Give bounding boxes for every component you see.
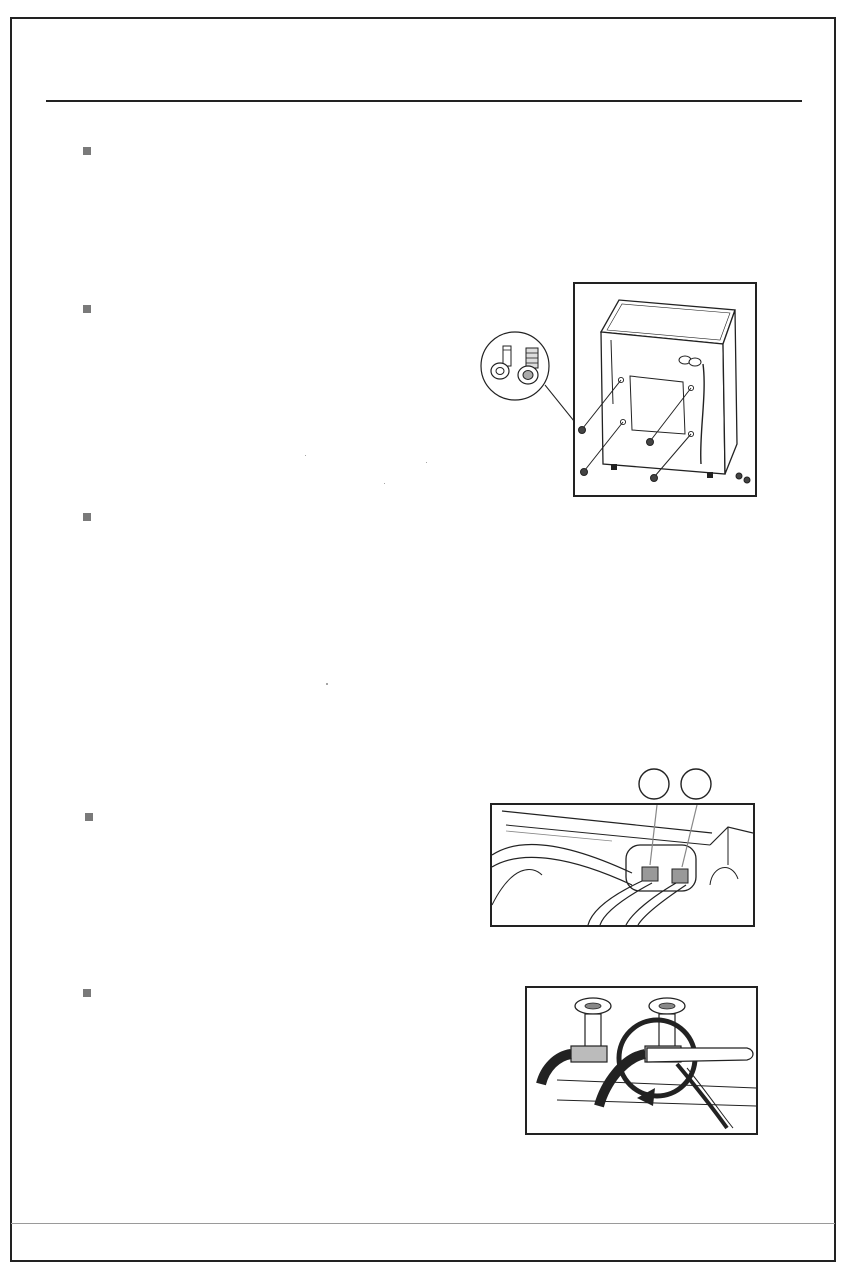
tap-hose-wrench-icon: [525, 986, 758, 1135]
washer-rear-transit-bolts-icon: [480, 331, 579, 427]
square-bullet-icon: [83, 989, 91, 997]
page-frame: [10, 17, 836, 1262]
square-bullet-icon: [85, 813, 93, 821]
footer-rule: [11, 1223, 835, 1224]
square-bullet-icon: [83, 305, 91, 313]
scan-dot: [305, 455, 306, 456]
square-bullet-icon: [83, 147, 91, 155]
inlet-valve-labels-icon: [638, 768, 712, 800]
header-rule: [46, 100, 802, 102]
inlet-valve-connection-icon: [490, 803, 755, 927]
scan-dot: [326, 683, 328, 685]
scan-dot: [426, 462, 427, 463]
square-bullet-icon: [83, 513, 91, 521]
scan-dot: [384, 483, 385, 484]
figure-washer-rear: [573, 282, 757, 497]
